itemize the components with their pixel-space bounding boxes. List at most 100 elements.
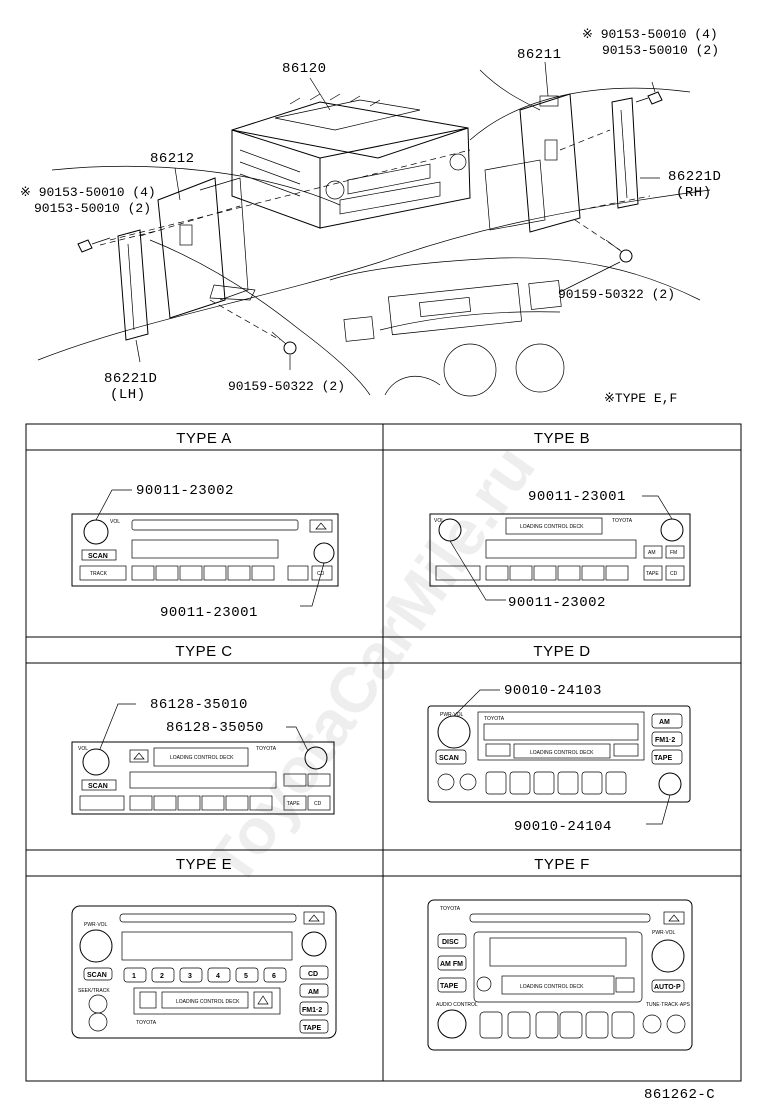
radio-b-preset-3 (533, 565, 557, 581)
radio-b-preset-row (485, 565, 629, 581)
label-trim-lh: 86221D (104, 371, 157, 387)
radio-d-tape-mode-button (651, 749, 683, 765)
radio-front-buttons (339, 181, 441, 215)
leader-b-part2 (449, 540, 506, 601)
radio-b-fm-label: FM (670, 550, 677, 556)
radio-c-preset-1 (129, 795, 153, 811)
bracket-right-top-tab (539, 95, 559, 107)
screw-bottom-left (271, 331, 297, 355)
radio-e-tape-eject (139, 991, 157, 1009)
radio-f-center-bezel (473, 931, 643, 1003)
screw-head (283, 341, 297, 355)
label-screw-br: 90159-50322 (2) (558, 287, 675, 302)
radio-c-preset-2 (153, 795, 177, 811)
radio-d-seek-up (459, 773, 477, 791)
leader-c-part1 (99, 703, 136, 750)
radio-f-faceplate (427, 899, 693, 1051)
radio-e-preset-3 (179, 967, 203, 983)
radio-b-preset-2 (509, 565, 533, 581)
radio-b-preset-4 (557, 565, 581, 581)
radio-e-preset-row: 1 2 3 4 5 6 (123, 967, 287, 983)
radio-c-display (129, 771, 277, 789)
radio-a-cd-button (311, 565, 333, 581)
radio-b-track-button (435, 565, 481, 581)
panel-b-title: TYPE B (534, 430, 590, 447)
radio-d-preset-2 (509, 771, 531, 795)
dash-knob-2 (515, 343, 565, 393)
radio-a-preset-2 (155, 565, 179, 581)
radio-e-preset-2 (151, 967, 175, 983)
radio-f-preset-2 (507, 1011, 531, 1039)
radio-e-faceplate (71, 905, 337, 1039)
radio-e-scan-label: SCAN (87, 972, 107, 979)
panel-d-title: TYPE D (533, 643, 590, 660)
radio-e-tape-label: TAPE (303, 1025, 321, 1032)
radio-d-preset-3 (533, 771, 555, 795)
radio-a-scan-label: SCAN (88, 553, 108, 560)
label-screw-bl: 90159-50322 (2) (228, 379, 345, 394)
radio-a-preset-3 (179, 565, 203, 581)
radio-a-preset-1 (131, 565, 155, 581)
diagram-code: 861262-C (644, 1087, 715, 1103)
assembly-dashed-lines (99, 129, 651, 341)
leader-86212 (174, 167, 181, 201)
trim-rh-groove (620, 109, 628, 199)
leader-c-part2 (286, 726, 309, 752)
radio-f-amfm-label: AM FM (440, 961, 463, 968)
dash-curve-1 (51, 166, 341, 206)
panel-c-part1: 86128-35010 (150, 697, 248, 713)
bracket-right-hole (544, 139, 558, 161)
exploded-view: 86120 86212 86211 ※ 90153-50010 (4) 9015… (20, 27, 721, 406)
bracket-left-tab (209, 284, 256, 301)
radio-d-scan-button (435, 749, 467, 765)
screw-head (647, 91, 663, 105)
radio-knob-left (325, 180, 345, 200)
radio-f-seek-down (642, 1014, 662, 1034)
radio-a-preset-4 (203, 565, 227, 581)
radio-b-tape-deck (505, 517, 603, 535)
dash-curve-7 (379, 311, 561, 331)
radio-d-tape-button (613, 743, 639, 757)
dash-curve-5 (479, 69, 541, 111)
climate-display (419, 297, 471, 317)
radio-c-toyota-label: TOYOTA (256, 746, 277, 752)
panel-f-title: TYPE F (534, 856, 590, 873)
radio-e-preset-5-label: 5 (244, 973, 248, 980)
radio-a-tune-knob (313, 542, 335, 564)
label-screw-tl-a: ※ 90153-50010 (4) (20, 185, 156, 200)
radio-f-tape-label: TAPE (440, 983, 458, 990)
dash-knob-3 (384, 376, 441, 396)
radio-f-vol-knob (651, 939, 685, 973)
radio-side-vents (239, 149, 301, 197)
radio-f-preset-3 (535, 1011, 559, 1039)
radio-c-eject-button (129, 749, 149, 763)
radio-a-cd-slot (131, 519, 299, 531)
radio-d-preset-row (485, 771, 627, 795)
radio-top-face (231, 101, 469, 159)
radio-a-eject-button (309, 519, 333, 533)
type-grid: TYPE A TYPE B TYPE C TYPE D TYPE E TYPE … (25, 423, 742, 1082)
radio-e-cd-button (299, 965, 329, 980)
radio-f-ldc-label: LOADING CONTROL DECK (520, 984, 584, 990)
bracket-right-plate (519, 93, 581, 233)
radio-e-am-button (299, 983, 329, 998)
label-trim-rh-side: (RH) (676, 185, 712, 201)
label-bracket-left: 86212 (150, 151, 195, 167)
radio-c-faceplate (71, 741, 335, 815)
radio-f-display (489, 937, 627, 967)
radio-b-tape-button (643, 565, 663, 581)
radio-a-faceplate (71, 513, 339, 587)
radio-top-ribs (289, 93, 381, 107)
radio-d-tape-deck (513, 743, 611, 759)
trim-rh-86221d (611, 97, 639, 209)
radio-d-faceplate (427, 705, 691, 803)
radio-e-toyota-label: TOYOTA (136, 1020, 157, 1026)
radio-d-pwr-label: PWR·VOL (440, 712, 464, 718)
radio-e-seek-up (88, 994, 108, 1014)
radio-b-display (485, 539, 637, 559)
radio-e-fm12-button (299, 1001, 329, 1016)
radio-f-tape-deck (501, 975, 615, 995)
label-bracket-right: 86211 (517, 47, 562, 63)
radio-b-tune-knob (660, 518, 684, 542)
radio-e-seek-label: SEEK/TRACK (78, 988, 110, 994)
